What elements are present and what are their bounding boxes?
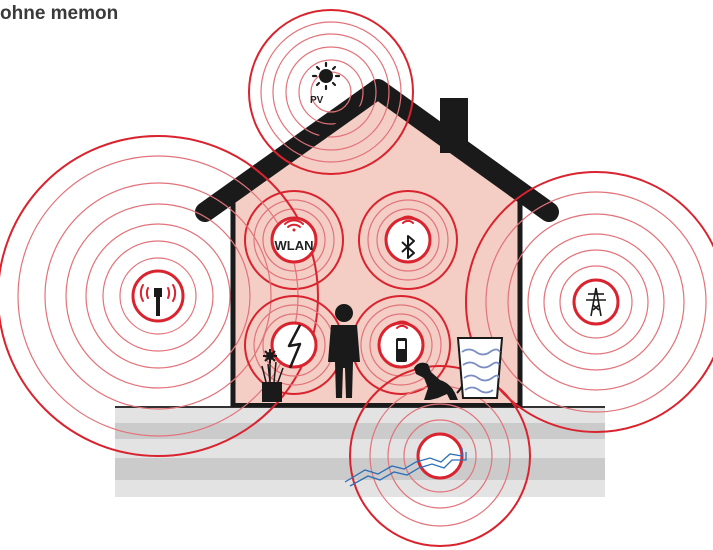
wlan-label: WLAN [275, 238, 314, 253]
ground [115, 407, 605, 497]
gear-icon [263, 349, 277, 363]
power-pylon-source-circle [574, 280, 618, 324]
water-vein-source-circle [418, 434, 462, 478]
water-glass-icon [458, 338, 502, 398]
sun-icon [313, 63, 339, 89]
pv-label: PV [310, 95, 324, 106]
